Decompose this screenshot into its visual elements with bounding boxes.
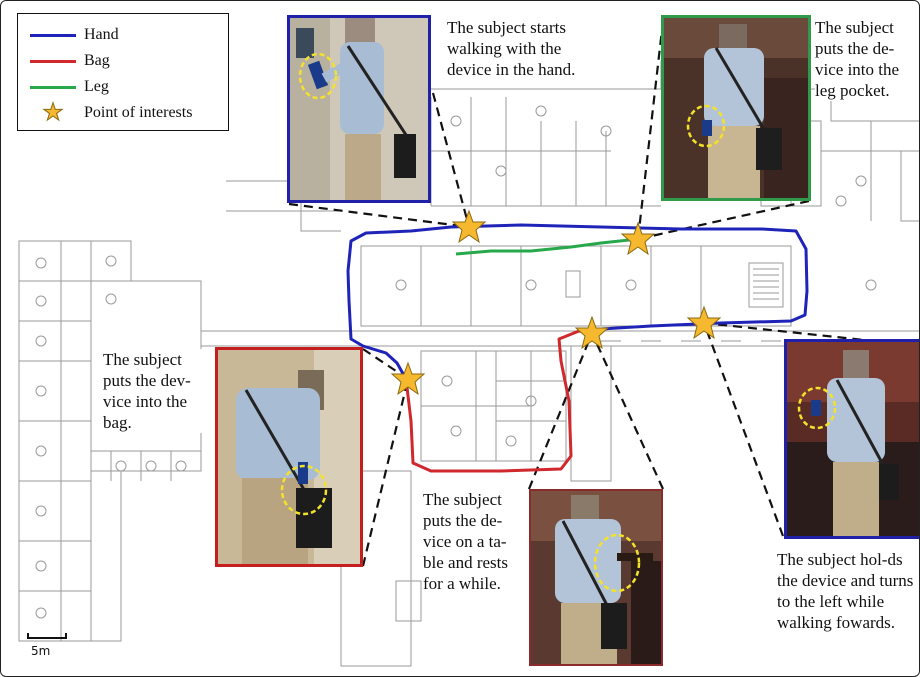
photo-turn-left: [784, 339, 919, 539]
person-photo-icon: [531, 491, 661, 664]
highlight-circle-icon: [280, 464, 328, 516]
scale-bar: 5m: [25, 631, 75, 661]
scale-bar-line: [27, 633, 67, 639]
legend-item-poi: ★ Point of interests: [30, 100, 218, 126]
legend-item-bag: Bag: [30, 48, 218, 74]
legend-poi-label: Point of interests: [84, 104, 193, 121]
highlight-circle-icon: [298, 52, 338, 100]
caption-table-text: The subject puts the de-vice on a ta-ble…: [423, 490, 508, 593]
person-photo-icon: [787, 342, 919, 536]
person-photo-icon: [664, 18, 808, 198]
person-photo-icon: [218, 350, 360, 564]
legend-leg-label: Leg: [84, 78, 109, 95]
scale-bar-label: 5m: [31, 644, 51, 658]
caption-leg-pocket-text: The subject puts the de-vice into the le…: [815, 18, 900, 100]
highlight-circle-icon: [797, 386, 837, 430]
photo-bag: [215, 347, 363, 567]
legend: Hand Bag Leg ★ Point of interests: [17, 13, 229, 131]
legend-bag-label: Bag: [84, 52, 110, 69]
legend-item-hand: Hand: [30, 22, 218, 48]
photo-table: [529, 489, 663, 666]
caption-turn-left: The subject hol-ds the device and turns …: [777, 549, 917, 633]
caption-hand-start: The subject starts walking with the devi…: [447, 17, 577, 80]
caption-bag-text: The subject puts the dev-vice into the b…: [103, 350, 191, 432]
caption-table: The subject puts the de-vice on a ta-ble…: [423, 489, 523, 594]
caption-leg-pocket: The subject puts the de-vice into the le…: [815, 17, 915, 101]
legend-bag-line: [30, 59, 76, 63]
legend-hand-label: Hand: [84, 26, 119, 43]
star-icon: ★: [42, 100, 65, 126]
photo-hand-start: [287, 15, 431, 203]
caption-turn-left-text: The subject hol-ds the device and turns …: [777, 550, 914, 632]
person-photo-icon: [290, 18, 428, 200]
highlight-circle-icon: [593, 533, 641, 593]
caption-hand-start-text: The subject starts walking with the devi…: [447, 18, 576, 79]
highlight-circle-icon: [686, 104, 726, 148]
photo-leg-pocket: [661, 15, 811, 201]
legend-item-leg: Leg: [30, 74, 218, 100]
caption-bag: The subject puts the dev-vice into the b…: [103, 349, 211, 433]
legend-leg-line: [30, 85, 76, 89]
legend-hand-line: [30, 33, 76, 37]
